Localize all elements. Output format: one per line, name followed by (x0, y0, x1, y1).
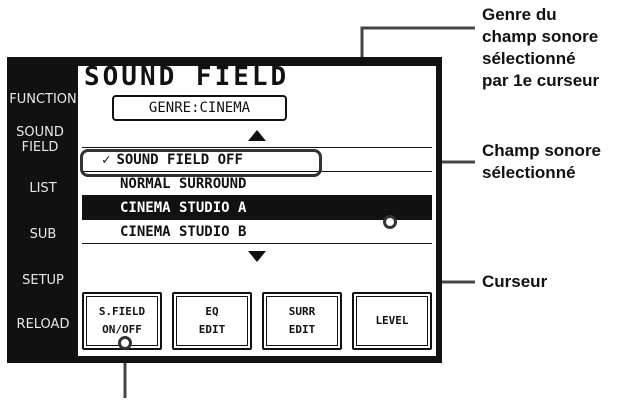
callout-line: sélectionné (482, 163, 576, 182)
sidebar-item-reload[interactable]: RELOAD (7, 317, 79, 332)
sidebar-item-setup[interactable]: SETUP (7, 273, 79, 288)
callout-line: sélectionné (482, 49, 576, 68)
sidebar-item-label: SOUND FIELD (16, 125, 64, 155)
scroll-down-button[interactable] (82, 243, 432, 268)
button-label: LEVEL (375, 314, 409, 327)
callout-line: Champ sonore (482, 141, 602, 160)
cursor-marker (383, 215, 397, 229)
sidebar-item-label: RELOAD (16, 317, 70, 332)
genre-label: GENRE:CINEMA (112, 95, 287, 121)
genre-callout: Genre du champ sonore sélectionné par 1e… (482, 4, 599, 92)
cursor-callout: Curseur (482, 272, 548, 291)
list-item-label: CINEMA STUDIO B (120, 223, 247, 240)
triangle-down-icon (248, 250, 266, 262)
button-label: ON/OFF (102, 323, 142, 336)
page-title: SOUND FIELD (84, 62, 290, 92)
sidebar-item-label: SETUP (22, 273, 64, 288)
list-item[interactable]: ✓ SOUND FIELD OFF (82, 147, 432, 171)
button-label: SURR (288, 305, 316, 318)
callout-line: champ sonore (482, 27, 599, 46)
list-item-label: NORMAL SURROUND (120, 175, 247, 192)
button-label: S.FIELD (98, 305, 146, 318)
list-item-label: CINEMA STUDIO A (120, 199, 247, 216)
sidebar-item-list[interactable]: LIST (7, 181, 79, 196)
list-item[interactable]: CINEMA STUDIO A (82, 195, 432, 219)
sidebar-item-sound-field[interactable]: SOUND FIELD (7, 125, 73, 155)
list-item[interactable]: CINEMA STUDIO B (82, 219, 432, 243)
selected-callout: Champ sonore sélectionné (482, 140, 601, 184)
sidebar-item-label: LIST (29, 181, 57, 196)
triangle-up-icon (248, 129, 266, 141)
sound-field-list: ✓ SOUND FIELD OFF NORMAL SURROUND CINEMA… (82, 123, 432, 268)
scroll-up-button[interactable] (82, 123, 432, 147)
button-label: EDIT (288, 323, 316, 336)
button-label: EQ (205, 305, 219, 318)
sidebar-item-sub[interactable]: SUB (7, 227, 79, 242)
button-marker (118, 336, 132, 350)
check-icon: ✓ (102, 151, 111, 168)
level-button[interactable]: LEVEL (352, 292, 432, 350)
list-item-label: SOUND FIELD OFF (116, 151, 243, 168)
sidebar-item-function[interactable]: FUNCTION (7, 92, 79, 107)
eq-edit-button[interactable]: EQ EDIT (172, 292, 252, 350)
sidebar-item-label: SUB (29, 227, 57, 242)
surr-edit-button[interactable]: SURR EDIT (262, 292, 342, 350)
button-bar: S.FIELD ON/OFF EQ EDIT SURR EDIT LEVEL (82, 292, 432, 352)
callout-line: Genre du (482, 5, 557, 24)
button-label: EDIT (198, 323, 226, 336)
list-item[interactable]: NORMAL SURROUND (82, 171, 432, 195)
callout-line: par 1e curseur (482, 71, 600, 90)
sidebar-item-label: FUNCTION (9, 92, 77, 107)
